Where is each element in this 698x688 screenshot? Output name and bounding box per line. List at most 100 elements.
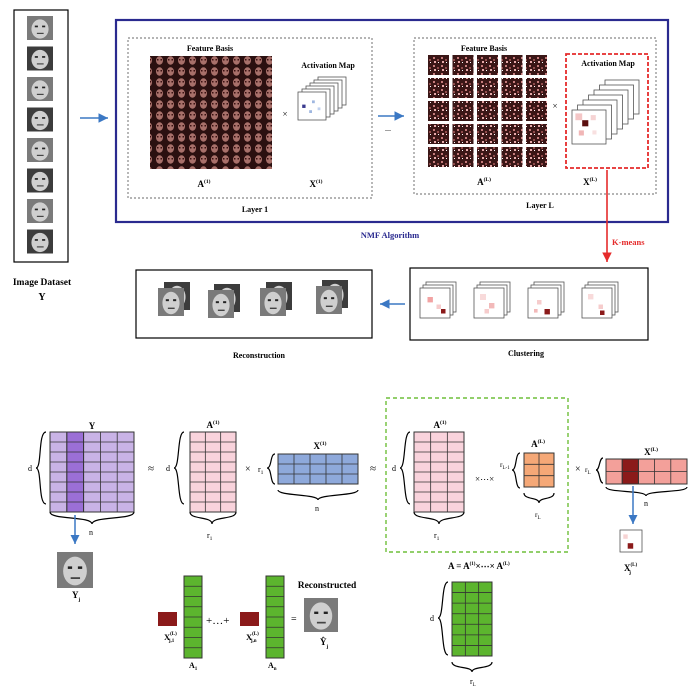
A-product-group: A = A(1)×⋯× A(L) d rL (430, 561, 510, 688)
layerL-basis-tile (428, 101, 449, 121)
dataset-face-mouth (36, 32, 44, 34)
times-2: × (575, 464, 581, 475)
layerL-basis-tile (428, 55, 449, 75)
recon-face-skin (264, 291, 282, 315)
dataset-face-eye-left (34, 86, 38, 89)
A1-chain-d-brace (399, 431, 411, 505)
dataset-face-skin (31, 141, 49, 161)
dataset-symbol: Y (38, 292, 46, 303)
image-dataset: Image Dataset Y (13, 9, 72, 303)
X1-n-label: n (315, 504, 319, 513)
A-product-matrix-body (451, 581, 493, 657)
cluster-stack-sheet (419, 287, 451, 319)
A1-chain-matrix (413, 431, 465, 513)
A1-matrix (189, 431, 237, 513)
Y-d-label: d (28, 464, 32, 473)
cluster-stack-activation-cell (600, 310, 605, 315)
AL-chain-group: A(L) rL-1 rL (500, 438, 555, 521)
layerL-map-activation-cell (590, 115, 596, 121)
AL-rLm1-brace (511, 452, 521, 489)
dataset-face-mouth (36, 246, 44, 248)
dataset-face-eye-right (42, 56, 46, 58)
layer1-map-activation-cell (317, 107, 321, 111)
X1-matrix (277, 453, 359, 485)
dataset-face-eye-left (34, 25, 38, 28)
dataset-face-eye-right (42, 239, 46, 241)
cluster-stack-activation-cell (427, 297, 433, 303)
layer1-activation-map-label: Activation Map (301, 61, 355, 70)
layerL-frame (413, 37, 657, 195)
cluster-stack (473, 281, 511, 319)
layerL-basis-tile (526, 147, 547, 167)
XL-top-label: X(L) (583, 176, 597, 187)
recon-face-eye-right (331, 297, 335, 300)
layerL-activation-map-label: Activation Map (581, 59, 635, 68)
Y-d-brace (35, 431, 47, 505)
dataset-face-eye-right (42, 147, 46, 150)
Yhat-face-mouth (316, 621, 326, 624)
AL-rLm1-label: rL-1 (500, 460, 510, 471)
X1-matrix-body (277, 453, 359, 485)
recon-face-eye-left (165, 299, 169, 302)
Yj-face-eye-left (67, 566, 73, 569)
layerL-map-activation-cell (592, 130, 597, 135)
recon-face-eye-left (215, 301, 219, 304)
layerL-basis-tile (501, 101, 523, 121)
dataset-face-skin (31, 49, 49, 70)
layer1-map (297, 76, 347, 121)
dataset-face-eye-right (42, 25, 46, 28)
XL-bottom-label: X(L) (644, 446, 658, 457)
layerL-basis-tile (452, 55, 474, 75)
dataset-face-skin (31, 232, 49, 253)
layerL: Feature Basis × Activation Map A(L) X(L)… (413, 37, 657, 210)
Yj-face-skin (63, 556, 87, 586)
layerL-map-activation-cell (582, 120, 589, 127)
Xj1-block (158, 612, 177, 626)
layer1-map-activation-cell (302, 104, 306, 108)
A1-r1-brace (189, 511, 237, 525)
cluster-stack-sheet (527, 287, 559, 319)
Y-n-label: n (89, 528, 93, 537)
dataset-face (27, 46, 53, 71)
Yhat-face-skin (309, 602, 333, 630)
Y-matrix-label: Y (89, 421, 96, 431)
layerL-basis-tile (477, 101, 498, 121)
A1-top-label: A(1) (198, 178, 211, 189)
layerL-basis-tile (428, 124, 449, 144)
dataset-face-eye-right (42, 86, 46, 89)
Xjn-label: X(L)j,n (246, 632, 259, 644)
dataset-face-eye-left (34, 147, 38, 150)
A-product-label: A = A(1)×⋯× A(L) (448, 561, 510, 571)
dataset-face-eye-left (34, 239, 38, 241)
XL-n-brace (605, 486, 688, 497)
nmf-frame (114, 18, 670, 224)
cluster-stack-activation-cell (534, 309, 538, 313)
layerL-basis-tile (477, 55, 498, 75)
layerL-basis-tile (477, 78, 498, 98)
recon-face-skin (320, 289, 338, 313)
cluster-stack-activation-cell (598, 304, 603, 309)
layerL-feature-basis-grid (428, 55, 547, 167)
layer1-frame (127, 37, 373, 199)
A1-r1-label: r1 (207, 531, 213, 542)
recon-face (208, 290, 234, 318)
AL-top-label: A(L) (477, 176, 491, 187)
dataset-face-eye-right (42, 208, 46, 211)
recon-face-mouth (217, 309, 225, 311)
cluster-stack-activation-cell (537, 300, 542, 305)
A1-chain-r1-brace (413, 511, 465, 525)
X1-r1-brace (266, 453, 276, 485)
layer1-label: Layer 1 (242, 205, 268, 214)
An-column (265, 575, 285, 659)
layerL-basis-tile (501, 124, 523, 144)
clustering-label: Clustering (508, 349, 544, 358)
layerL-feature-basis-label: Feature Basis (461, 44, 507, 53)
Xj-map (619, 529, 643, 553)
factorization-chain-frame (385, 397, 569, 553)
layerL-basis-tile (526, 78, 547, 98)
A-product-rL-label: rL (470, 677, 476, 688)
dataset-face (27, 107, 53, 132)
X1-r1-label: r1 (258, 465, 264, 476)
A1-chain-label: A(1) (434, 419, 447, 430)
